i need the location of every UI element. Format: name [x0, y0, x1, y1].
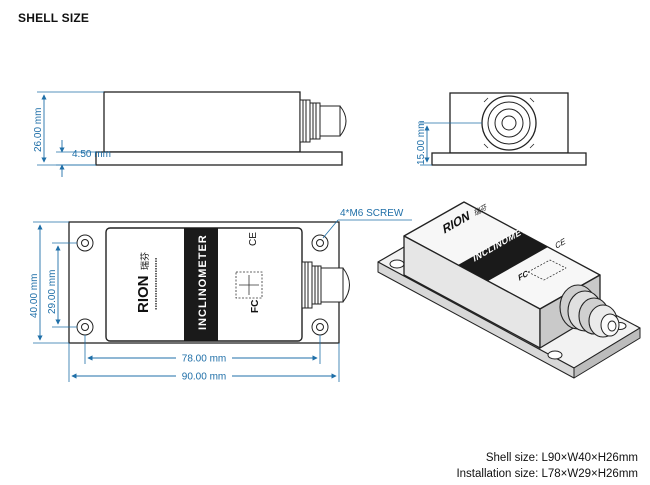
installation-size-caption: Installation size: L78×W29×H26mm — [456, 468, 638, 480]
side-view: 26.00 mm 4.50 mm — [33, 91, 347, 177]
dim-end-height-label: 15.00 mm — [416, 121, 427, 165]
side-cable-gland — [299, 99, 347, 143]
screw-callout: 4*M6 SCREW — [322, 208, 412, 239]
ce-mark: CE — [248, 232, 259, 246]
iso-cable-gland — [559, 284, 620, 338]
logo-brand: RION — [135, 276, 152, 314]
dim-foot-thickness: 4.50 mm — [56, 140, 111, 177]
dim-height-side-label: 26.00 mm — [33, 108, 44, 152]
top-label-text: INCLINOMETER — [197, 234, 209, 330]
dim-width-install: 29.00 mm — [47, 242, 77, 328]
dim-width-install-label: 29.00 mm — [47, 270, 58, 314]
end-view: 15.00 mm — [416, 92, 587, 166]
dim-length-install-label: 78.00 mm — [182, 354, 226, 365]
fc-mark: FC — [250, 300, 261, 313]
logo-brand-cn: 瑞芬 — [139, 252, 151, 270]
dim-end-height: 15.00 mm — [416, 121, 482, 166]
isometric-view: INCLINOMETER RION 瑞芬 FC CE — [377, 201, 641, 379]
top-view: INCLINOMETER RION 瑞芬 CE FC 4*M6 — [29, 208, 412, 383]
screw-label: 4*M6 SCREW — [340, 208, 404, 219]
dim-width-total-label: 40.00 mm — [29, 274, 40, 318]
iso-fc-mark: FC — [518, 269, 529, 283]
page-title: SHELL SIZE — [18, 11, 90, 25]
dim-foot-thickness-label: 4.50 mm — [72, 149, 111, 160]
dim-length-total-label: 90.00 mm — [182, 372, 226, 383]
iso-ce-mark: CE — [555, 236, 567, 251]
top-cable-gland — [301, 261, 350, 309]
shell-size-caption: Shell size: L90×W40×H26mm — [485, 452, 638, 464]
dim-width-total: 40.00 mm — [29, 221, 69, 344]
dim-length-total: 90.00 mm — [68, 343, 340, 383]
dim-length-install: 78.00 mm — [84, 335, 321, 365]
axis-diagram-icon — [235, 271, 263, 299]
mounting-holes — [76, 234, 329, 336]
